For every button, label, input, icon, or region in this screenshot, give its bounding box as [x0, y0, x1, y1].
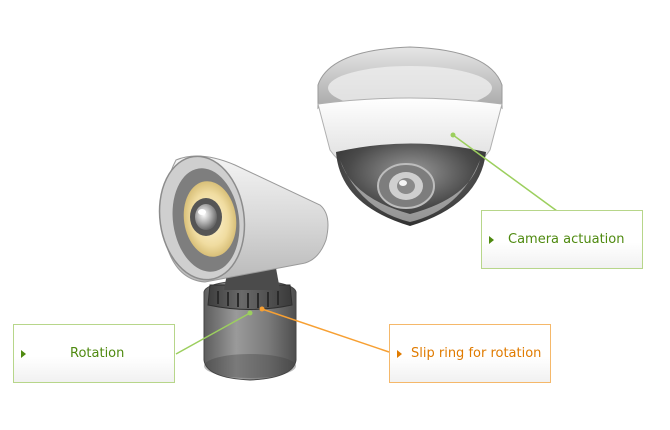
slip-ring-label: Slip ring for rotation — [411, 346, 542, 361]
camera-actuation-leader — [452, 134, 558, 212]
slip-ring-callout: Slip ring for rotation — [389, 324, 551, 383]
rotation-leader — [175, 312, 251, 355]
triangle-right-icon — [397, 349, 402, 358]
leader-lines — [175, 132, 558, 355]
camera-actuation-callout: Camera actuation — [481, 210, 643, 269]
triangle-right-icon — [21, 349, 26, 358]
bullet-camera — [158, 155, 329, 381]
triangle-right-icon — [489, 235, 494, 244]
camera-actuation-label: Camera actuation — [508, 232, 625, 247]
rotation-label: Rotation — [70, 346, 125, 361]
slip-ring-leader — [261, 308, 390, 353]
dome-camera — [317, 46, 503, 226]
rotation-callout: Rotation — [13, 324, 175, 383]
